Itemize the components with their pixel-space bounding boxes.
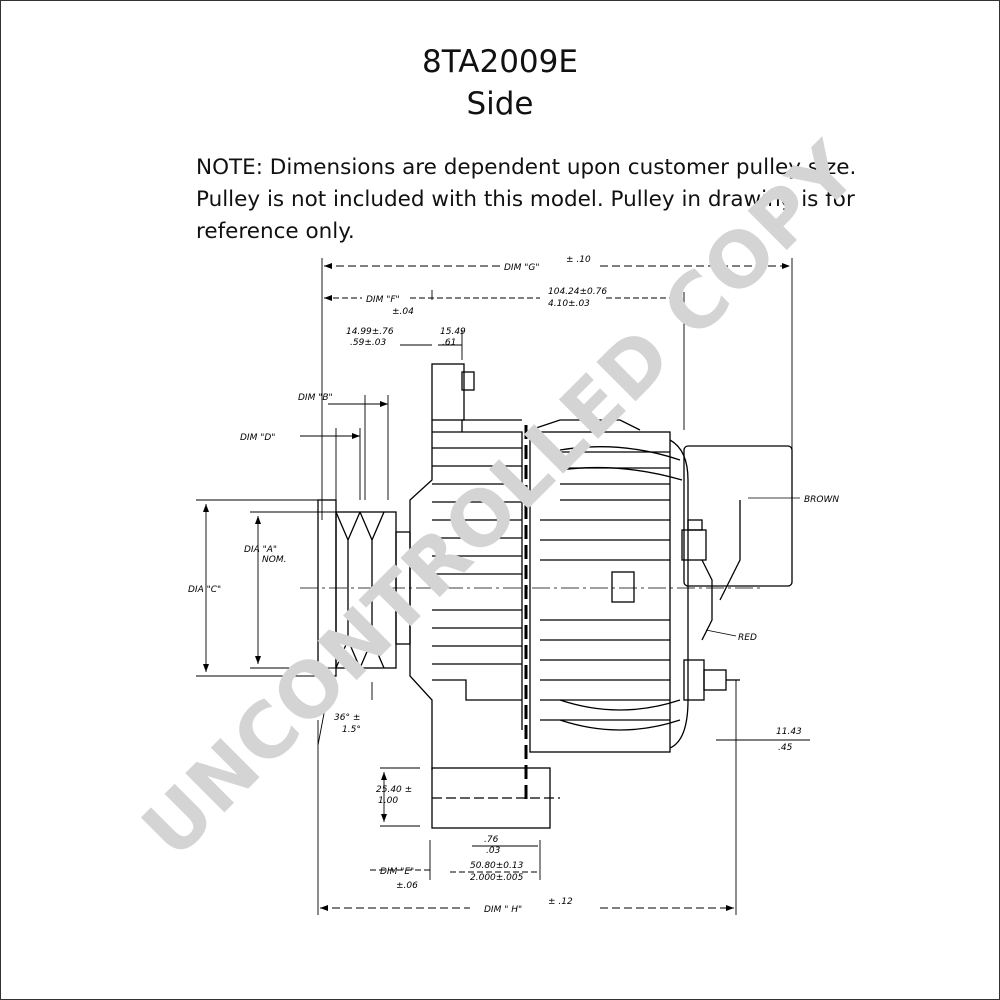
label-overall-in: 4.10±.03	[548, 299, 590, 309]
note-line-1: NOTE: Dimensions are dependent upon cust…	[196, 155, 857, 180]
model-number: 8TA2009E	[422, 44, 578, 80]
dimension-lines	[196, 258, 810, 915]
label-dia-c: DIA "C"	[188, 585, 221, 595]
label-dim-f: DIM "F"	[366, 295, 400, 305]
note-line-2: Pulley is not included with this model. …	[196, 187, 855, 212]
label-d1-in: .59±.03	[350, 338, 386, 348]
label-dim-d: DIM "D"	[240, 433, 275, 443]
label-d2-in: .61	[442, 338, 456, 348]
label-dim-g: DIM "G"	[504, 263, 539, 273]
label-d3-mm: .76	[484, 835, 499, 845]
label-dim-b: DIM "B"	[298, 393, 333, 403]
label-wire-brown: BROWN	[804, 495, 839, 505]
label-overall-mm: 104.24±0.76	[548, 287, 607, 297]
arrowheads	[203, 263, 790, 911]
label-foot-in: 1.00	[378, 796, 398, 806]
label-dia-a-nom: NOM.	[262, 555, 286, 565]
alternator-housing	[409, 363, 689, 829]
label-dim-h-tol: ± .12	[548, 897, 573, 907]
label-dim-f-tol: ±.04	[392, 307, 414, 317]
view-name: Side	[466, 86, 534, 122]
label-d4-mm: 50.80±0.13	[470, 861, 524, 871]
label-dim-e-tol: ±.06	[396, 881, 418, 891]
label-d2-mm: 15.49	[440, 327, 466, 337]
label-d1-mm: 14.99±.76	[346, 327, 394, 337]
label-dim-e: DIM "E"	[380, 867, 414, 877]
label-d3-in: .03	[486, 846, 501, 856]
label-dim-h: DIM " H"	[484, 905, 522, 915]
label-dim-g-tol: ± .10	[566, 255, 591, 265]
label-term-in: .45	[778, 743, 793, 753]
label-angle: 36° ±	[334, 713, 360, 723]
label-wire-red: RED	[738, 633, 757, 643]
label-d4-in: 2.000±.005	[470, 873, 524, 883]
label-angle-tol: 1.5°	[342, 725, 361, 735]
label-foot-mm: 25.40 ±	[376, 785, 412, 795]
pulley	[300, 499, 760, 677]
dimension-labels: DIM "G" ± .10 DIM "F" ±.04 104.24±0.76 4…	[188, 255, 839, 915]
note-text: NOTE: Dimensions are dependent upon cust…	[196, 152, 896, 248]
label-dia-a: DIA "A"	[244, 545, 277, 555]
regulator-and-terminals	[559, 445, 800, 731]
label-term-mm: 11.43	[776, 727, 802, 737]
note-line-3: reference only.	[196, 219, 355, 244]
